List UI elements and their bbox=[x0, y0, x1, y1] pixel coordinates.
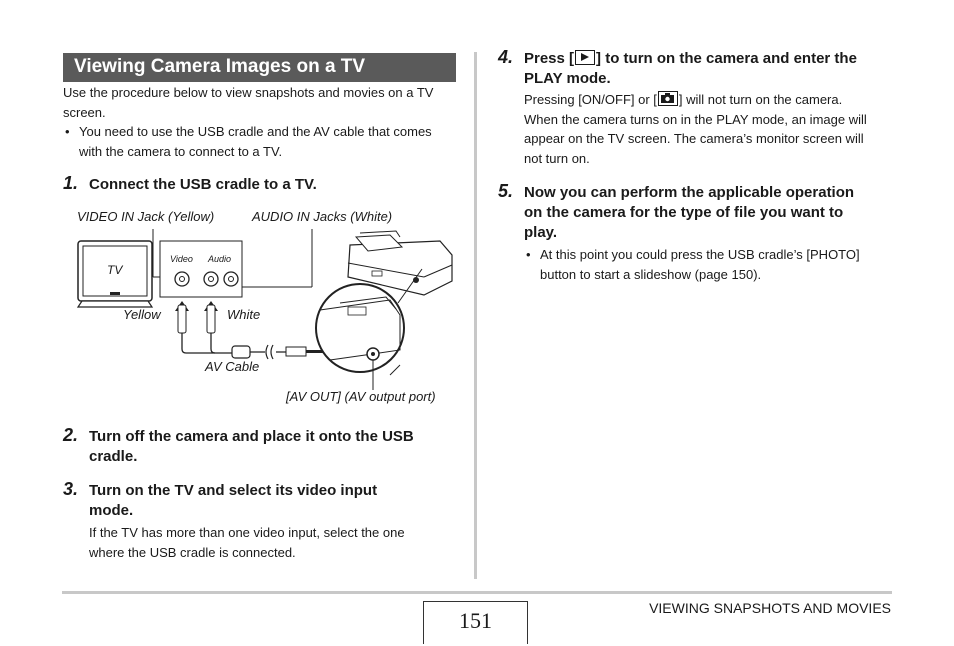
step-3-title: Turn on the TV and select its video inpu… bbox=[89, 481, 377, 521]
step-5-bullet-line-1: At this point you could press the USB cr… bbox=[526, 245, 860, 265]
step-2-title-line-2: cradle. bbox=[89, 448, 138, 465]
av-out-label: [AV OUT] (AV output port) bbox=[286, 389, 436, 404]
footer-divider bbox=[62, 591, 892, 594]
camera-icon bbox=[657, 91, 678, 106]
step-4-body-line-3: appear on the TV screen. The camera’s mo… bbox=[524, 131, 864, 146]
step-4-body-line-2: When the camera turns on in the PLAY mod… bbox=[524, 111, 867, 127]
column-divider bbox=[474, 52, 477, 579]
step-4-title: Press [ ] to turn on the camera and enter… bbox=[524, 49, 857, 89]
section-title: Viewing Camera Images on a TV bbox=[63, 53, 456, 82]
step-3-title-line-2: mode. bbox=[89, 502, 134, 519]
connection-diagram bbox=[76, 229, 453, 390]
step-4-title-line-1: Press [ ] to turn on the camera and enter… bbox=[524, 49, 857, 69]
bullet-requirement: You need to use the USB cradle and the A… bbox=[65, 122, 432, 161]
intro-line-1: Use the procedure below to view snapshot… bbox=[63, 85, 434, 100]
play-icon bbox=[575, 50, 596, 65]
footer-section-title: VIEWING SNAPSHOTS AND MOVIES bbox=[649, 600, 891, 616]
av-cable-label: AV Cable bbox=[205, 359, 260, 374]
step-5-title-line-2: on the camera for the type of file you w… bbox=[524, 204, 844, 221]
step-3-body-line-1: If the TV has more than one video input,… bbox=[89, 525, 405, 540]
step-3-body-line-2: where the USB cradle is connected. bbox=[89, 544, 296, 560]
tv-label: TV bbox=[107, 263, 123, 277]
video-in-label: VIDEO IN Jack (Yellow) bbox=[77, 209, 215, 224]
step-3-body: If the TV has more than one video input,… bbox=[89, 523, 405, 562]
step-4-body-line-4: not turn on. bbox=[524, 150, 590, 166]
step-5-title: Now you can perform the applicable opera… bbox=[524, 183, 854, 243]
step-5-title-line-3: play. bbox=[524, 224, 558, 241]
audio-jack-label: Audio bbox=[208, 254, 232, 264]
step-1-number: 1. bbox=[63, 173, 79, 193]
page-number-box: 151 bbox=[423, 601, 528, 644]
step-4-body-post: ] will not turn on the camera. bbox=[678, 92, 843, 107]
step-3-title-line-1: Turn on the TV and select its video inpu… bbox=[89, 482, 378, 499]
bullet-line-1: You need to use the USB cradle and the A… bbox=[65, 122, 432, 142]
tv-icon bbox=[76, 240, 154, 308]
step-5-title-line-1: Now you can perform the applicable opera… bbox=[524, 184, 855, 201]
step-2-title-line-1: Turn off the camera and place it onto th… bbox=[89, 428, 414, 445]
intro-text: Use the procedure below to view snapshot… bbox=[63, 83, 433, 122]
audio-in-label: AUDIO IN Jacks (White) bbox=[252, 209, 393, 224]
step-4-number: 4. bbox=[498, 47, 514, 67]
step-4-body-pre: Pressing [ON/OFF] or [ bbox=[524, 92, 657, 107]
step-2-title: Turn off the camera and place it onto th… bbox=[89, 427, 414, 467]
bullet-line-2: with the camera to connect to a TV. bbox=[79, 143, 283, 159]
step-5-bullet: At this point you could press the USB cr… bbox=[526, 245, 860, 284]
intro-line-2: screen. bbox=[63, 104, 106, 120]
step-4-body-line-1: Pressing [ON/OFF] or [ ] will not turn on… bbox=[524, 90, 867, 110]
step-1-title: Connect the USB cradle to a TV. bbox=[89, 176, 317, 193]
step-4-body: Pressing [ON/OFF] or [ ] will not turn on… bbox=[524, 90, 867, 168]
step-4-title-line-2: PLAY mode. bbox=[524, 70, 611, 87]
step-4-title-pre: Press [ bbox=[524, 50, 575, 67]
usb-cradle-icon bbox=[347, 230, 453, 296]
yellow-label: Yellow bbox=[123, 307, 161, 322]
step-2-number: 2. bbox=[63, 425, 79, 445]
white-label: White bbox=[227, 307, 261, 322]
step-5-bullet-line-2: button to start a slideshow (page 150). bbox=[540, 266, 762, 282]
video-jack-label: Video bbox=[170, 254, 193, 264]
section-title-text: Viewing Camera Images on a TV bbox=[74, 56, 366, 77]
step-3-number: 3. bbox=[63, 479, 79, 499]
page-number: 151 bbox=[459, 608, 492, 633]
step-4-title-post: ] to turn on the camera and enter the bbox=[596, 50, 857, 67]
step-5-number: 5. bbox=[498, 181, 514, 201]
